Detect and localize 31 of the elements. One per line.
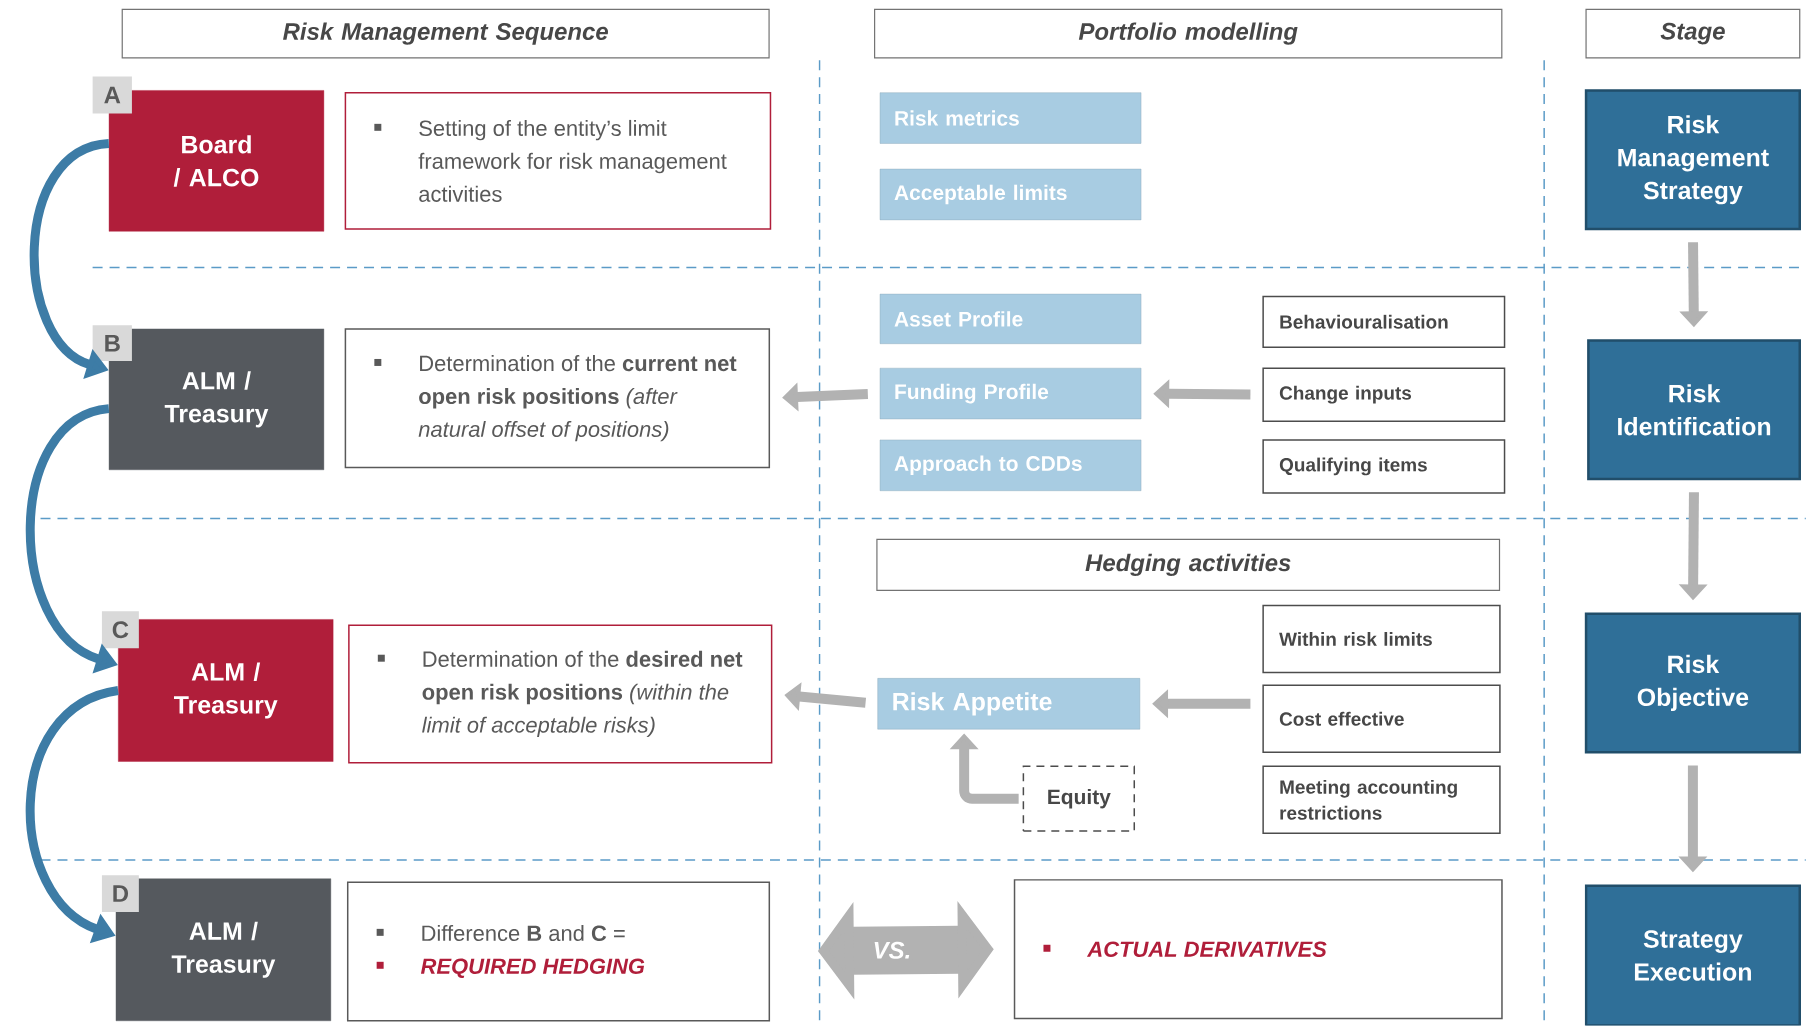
criteria-box: Cost effective bbox=[1262, 684, 1501, 754]
metric-box: Risk metrics bbox=[879, 92, 1142, 144]
derivatives-box: ACTUAL DERIVATIVES bbox=[1013, 879, 1503, 1020]
column-header: Portfolio modelling bbox=[874, 8, 1503, 59]
criteria-box: Meeting accounting restrictions bbox=[1262, 765, 1501, 835]
profile-box: Approach to CDDs bbox=[879, 439, 1142, 492]
column-header: Risk Management Sequence bbox=[121, 8, 770, 59]
stage-box: Risk Identification bbox=[1587, 339, 1801, 481]
description-box: Determination of the desired net open risk positions (within the limit of acceptable risks) bbox=[348, 624, 773, 764]
appetite-box: Risk Appetite bbox=[877, 678, 1141, 730]
letter-badge: B bbox=[92, 325, 132, 362]
letter-badge: D bbox=[101, 875, 139, 913]
letter-badge: A bbox=[92, 76, 132, 114]
input-box: Behaviouralisation bbox=[1262, 295, 1506, 349]
equity-box: Equity bbox=[1022, 765, 1135, 832]
description-box: Setting of the entity’s limit framework for risk management activities bbox=[344, 92, 772, 230]
input-box: Change inputs bbox=[1262, 367, 1506, 423]
description-box: Difference B and C = REQUIRED HEDGING bbox=[346, 881, 771, 1022]
stage-box: Risk Objective bbox=[1584, 612, 1801, 754]
letter-badge: C bbox=[101, 611, 139, 649]
profile-box: Funding Profile bbox=[879, 368, 1142, 420]
stage-box: Risk Management Strategy bbox=[1584, 89, 1801, 231]
criteria-box: Within risk limits bbox=[1262, 604, 1501, 674]
stage-box: Strategy Execution bbox=[1584, 884, 1801, 1026]
description-box: Determination of the current net open risk positions (after natural offset of positions) bbox=[344, 328, 771, 469]
metric-box: Acceptable limits bbox=[879, 169, 1142, 221]
input-box: Qualifying items bbox=[1262, 439, 1506, 494]
edge-label: VS. bbox=[871, 941, 913, 961]
section-header: Hedging activities bbox=[876, 539, 1501, 592]
profile-box: Asset Profile bbox=[879, 294, 1142, 345]
column-header: Stage bbox=[1585, 8, 1801, 59]
